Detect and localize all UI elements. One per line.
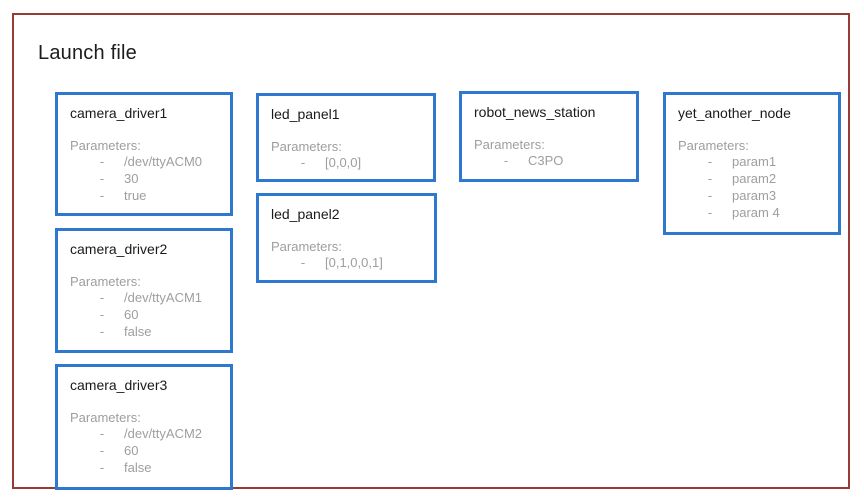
param-row: - false — [70, 323, 218, 340]
node-title: camera_driver3 — [70, 377, 168, 393]
param-value: C3PO — [528, 153, 564, 168]
param-dash: - — [99, 188, 105, 203]
param-value: /dev/ttyACM2 — [124, 426, 203, 441]
param-row: - [0,1,0,0,1] — [271, 254, 422, 271]
node-box-led-panel2: led_panel2 Parameters: - [0,1,0,0,1] — [256, 193, 437, 283]
param-row: - param 4 — [678, 204, 826, 221]
params-label: Parameters: — [678, 138, 749, 153]
param-value: true — [124, 188, 147, 203]
param-row: - 60 — [70, 442, 218, 459]
param-row: - param2 — [678, 170, 826, 187]
param-row: - 60 — [70, 306, 218, 323]
param-value: 60 — [124, 307, 139, 322]
node-box-camera-driver3: camera_driver3 Parameters: - /dev/ttyACM… — [55, 364, 233, 490]
node-title: camera_driver2 — [70, 241, 168, 257]
param-dash: - — [707, 205, 713, 220]
param-dash: - — [707, 188, 713, 203]
node-box-camera-driver2: camera_driver2 Parameters: - /dev/ttyACM… — [55, 228, 233, 353]
params-label: Parameters: — [70, 274, 141, 289]
param-row: - param1 — [678, 153, 826, 170]
param-dash: - — [707, 171, 713, 186]
param-value: param 4 — [732, 205, 780, 220]
param-value: /dev/ttyACM1 — [124, 290, 203, 305]
param-value: [0,1,0,0,1] — [325, 255, 383, 270]
node-box-robot-news-station: robot_news_station Parameters: - C3PO — [459, 91, 639, 182]
param-dash: - — [99, 154, 105, 169]
node-box-led-panel1: led_panel1 Parameters: - [0,0,0] — [256, 93, 436, 182]
params-label: Parameters: — [271, 239, 342, 254]
params-label: Parameters: — [271, 139, 342, 154]
param-value: param2 — [732, 171, 777, 186]
launch-file-frame: Launch file camera_driver1 Parameters: -… — [12, 13, 850, 490]
node-title: camera_driver1 — [70, 105, 168, 121]
param-dash: - — [99, 290, 105, 305]
param-value: [0,0,0] — [325, 155, 362, 170]
params-label: Parameters: — [474, 137, 545, 152]
param-value: 30 — [124, 171, 139, 186]
param-row: - /dev/ttyACM1 — [70, 289, 218, 306]
param-dash: - — [503, 153, 509, 168]
param-dash: - — [99, 443, 105, 458]
param-dash: - — [99, 324, 105, 339]
param-row: - C3PO — [474, 152, 624, 169]
param-dash: - — [99, 460, 105, 475]
params-label: Parameters: — [70, 410, 141, 425]
param-row: - /dev/ttyACM0 — [70, 153, 218, 170]
node-title: yet_another_node — [678, 105, 791, 121]
node-box-yet-another-node: yet_another_node Parameters: - param1 - … — [663, 92, 841, 235]
launch-file-title: Launch file — [38, 42, 137, 64]
param-dash: - — [707, 154, 713, 169]
param-row: - /dev/ttyACM2 — [70, 425, 218, 442]
param-dash: - — [300, 255, 306, 270]
params-label: Parameters: — [70, 138, 141, 153]
param-dash: - — [300, 155, 306, 170]
param-row: - param3 — [678, 187, 826, 204]
param-value: 60 — [124, 443, 139, 458]
param-row: - [0,0,0] — [271, 154, 421, 171]
param-value: false — [124, 460, 152, 475]
param-dash: - — [99, 307, 105, 322]
node-title: led_panel2 — [271, 206, 340, 222]
param-value: false — [124, 324, 152, 339]
param-dash: - — [99, 426, 105, 441]
node-title: led_panel1 — [271, 106, 340, 122]
param-dash: - — [99, 171, 105, 186]
node-title: robot_news_station — [474, 104, 596, 120]
param-value: param1 — [732, 154, 777, 169]
param-row: - 30 — [70, 170, 218, 187]
param-row: - true — [70, 187, 218, 204]
param-value: /dev/ttyACM0 — [124, 154, 203, 169]
param-row: - false — [70, 459, 218, 476]
param-value: param3 — [732, 188, 777, 203]
node-box-camera-driver1: camera_driver1 Parameters: - /dev/ttyACM… — [55, 92, 233, 216]
